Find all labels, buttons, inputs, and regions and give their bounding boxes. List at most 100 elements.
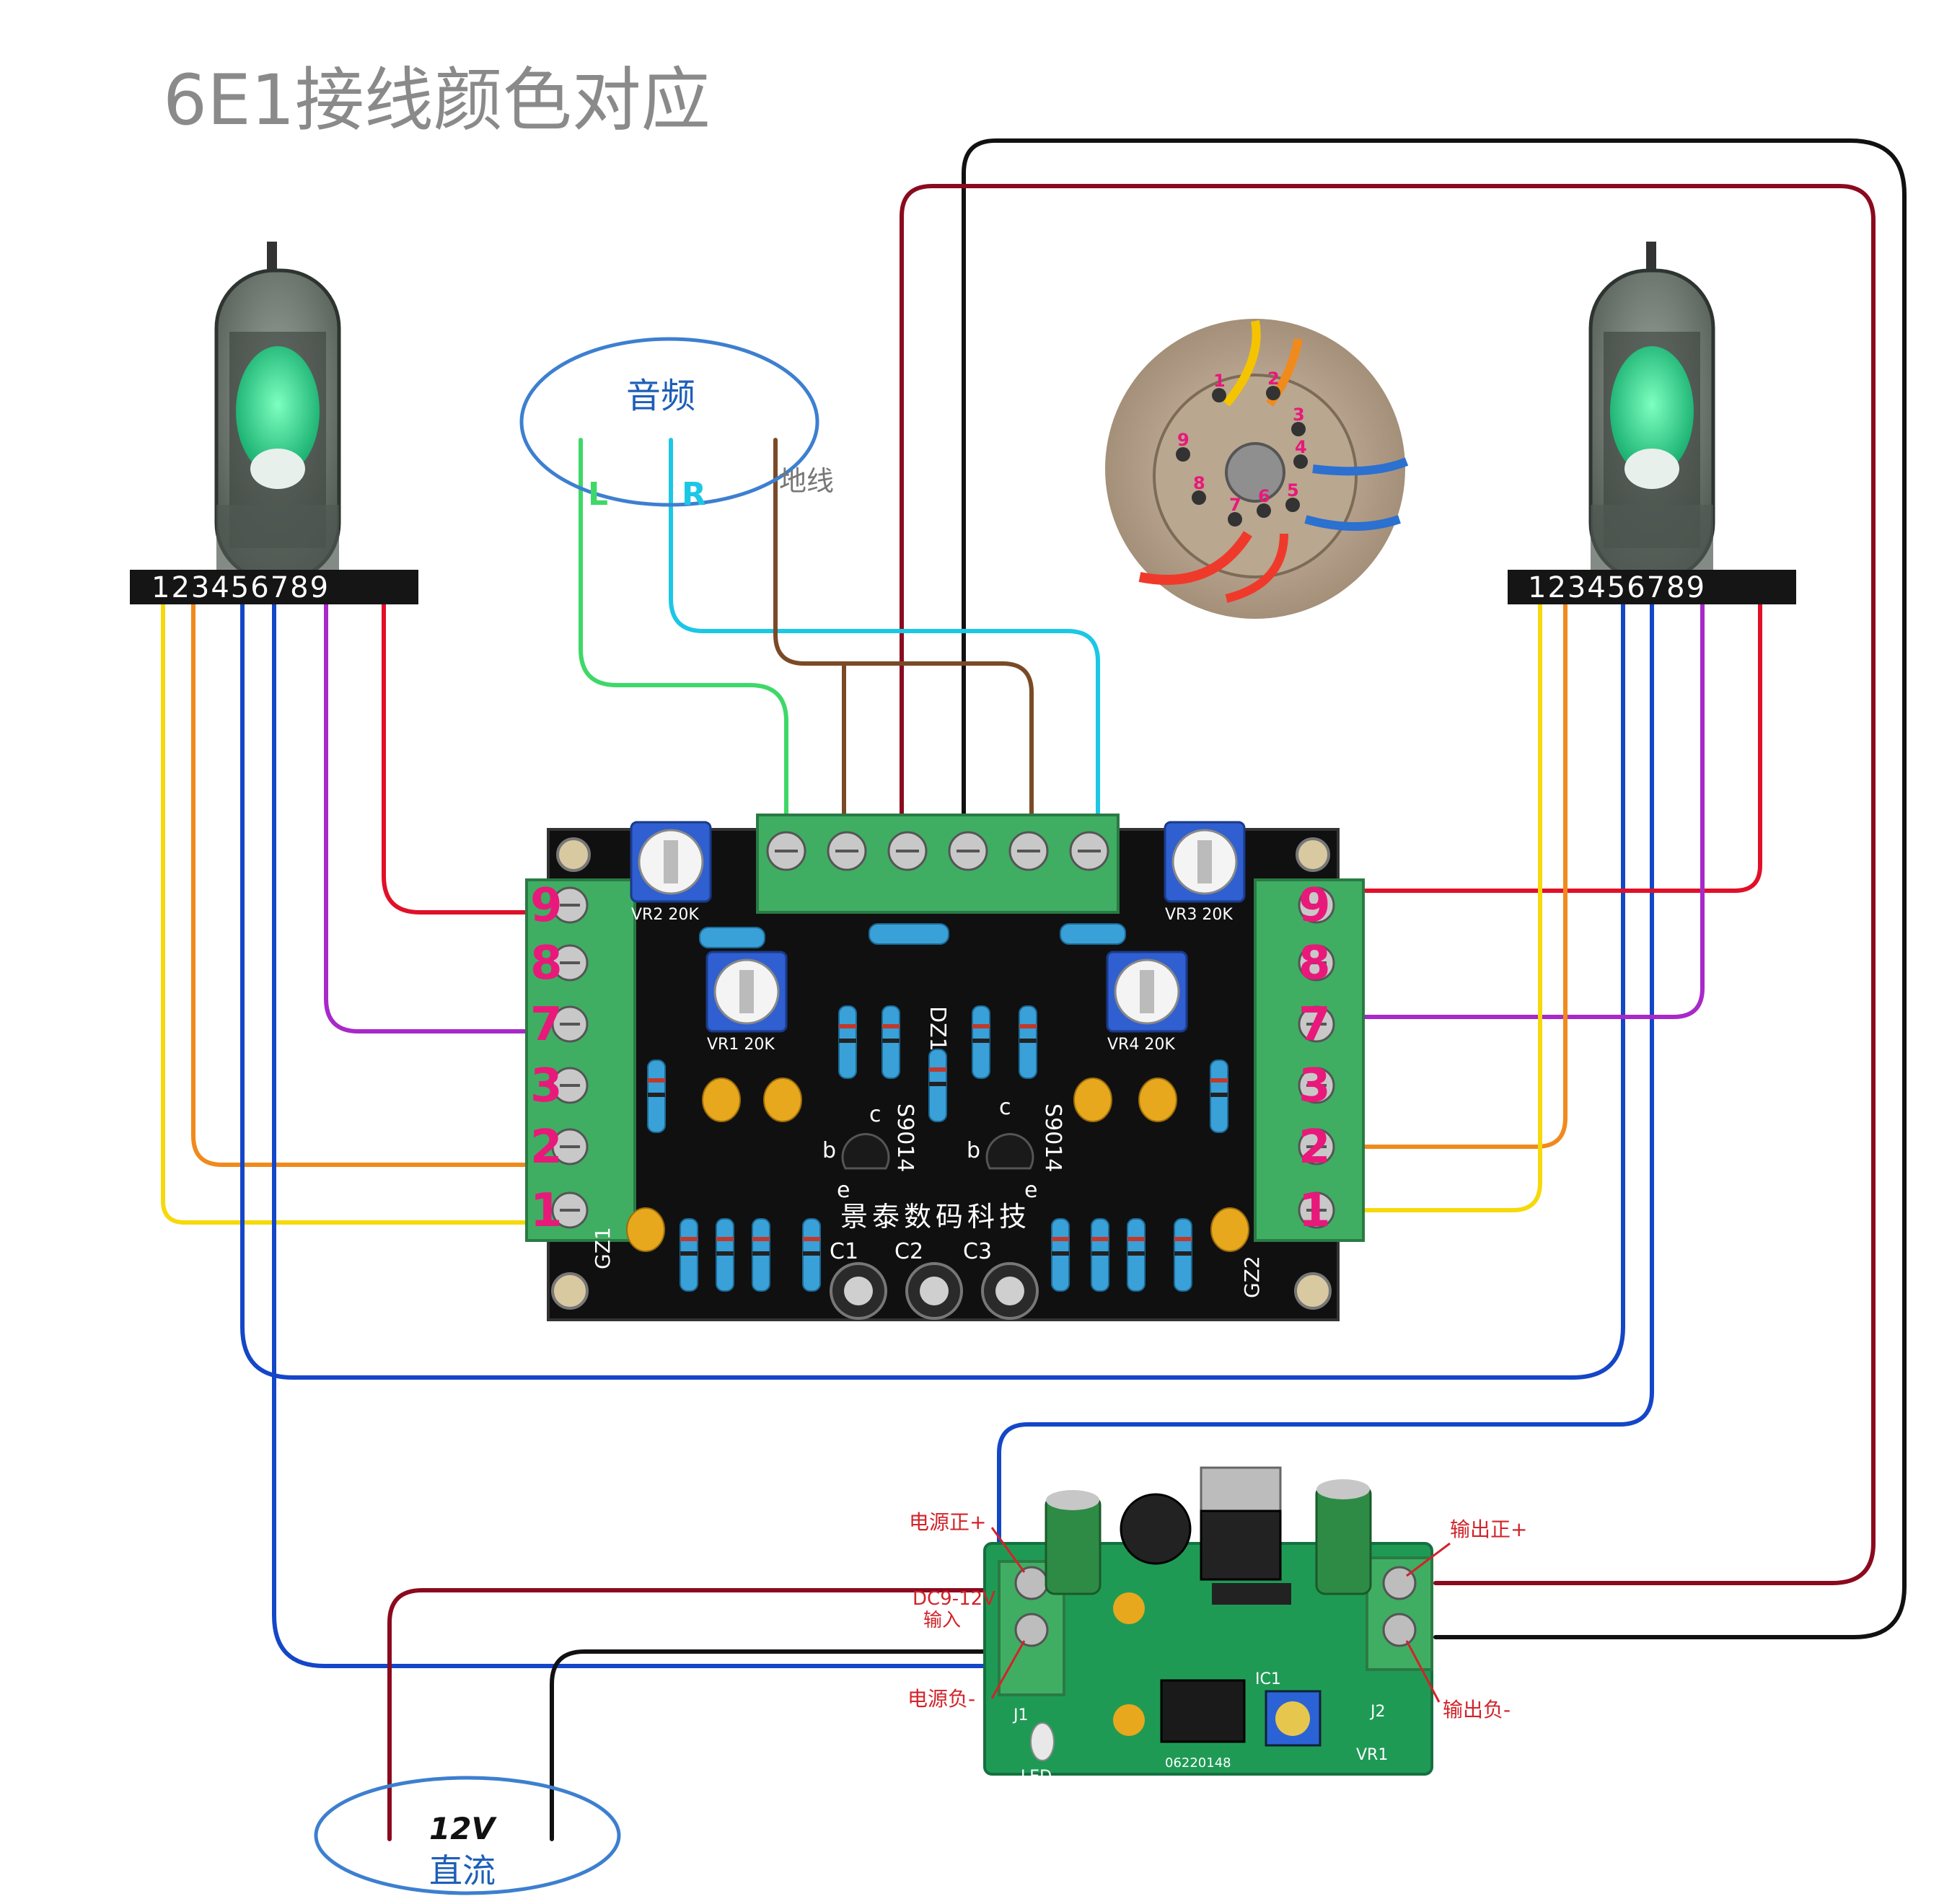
pin-b-left: b [822,1138,836,1163]
resistor [752,1218,770,1292]
ceramic-capacitor [702,1077,741,1122]
tube-pinstrip [130,570,418,604]
terminal-screw [1298,1067,1335,1104]
right-pin-label: 3 [1298,1059,1331,1113]
left-pin-label: 3 [530,1059,563,1113]
cap-c3: C3 [963,1239,992,1264]
power-j2-label: J2 [1369,1703,1386,1721]
terminal-screw [887,831,928,871]
tube-glow [1610,346,1694,476]
right-pin-label: 2 [1298,1121,1331,1174]
terminal-screw [1069,831,1109,871]
electrolytic-capacitor [830,1262,887,1320]
socket-pin-number: 6 [1258,486,1270,506]
power-ic-label: IC1 [1255,1670,1281,1688]
socket-pin: 4 [1293,437,1308,469]
connector-left-label: GZ1 [591,1227,615,1269]
left-pin-label: 9 [530,879,563,933]
supply-type: 直流 [429,1851,496,1890]
electrolytic-capacitor [905,1262,963,1320]
right-pin-label: 1 [1298,1184,1331,1238]
wire-right-pin1 [1336,594,1542,1212]
power-input-line1: DC9-12V [913,1588,995,1610]
socket-pin-number: 7 [1229,495,1241,515]
wire-right-pin9 [1336,594,1762,893]
socket-pin: 5 [1285,480,1300,512]
resistor [838,1005,857,1079]
socket-pin-number: 8 [1193,473,1205,493]
wire-blue-heater-b [272,594,1005,1668]
terminal-screw [1298,886,1335,924]
audio-input: 音频 L R 地线 [519,337,834,513]
left-pin-label: 7 [530,998,563,1052]
right-vacuum-tube: 123456789 [1508,242,1796,604]
socket-pin-number: 4 [1295,437,1307,457]
resistor [699,927,765,948]
socket-pin: 3 [1291,405,1306,436]
left-terminal-block [525,878,636,1242]
terminal-screw [1298,1128,1335,1165]
terminal-screw [551,886,589,924]
socket-pin: 7 [1228,495,1242,526]
right-terminal-block [1254,878,1365,1242]
socket-pin-number: 2 [1267,369,1280,389]
wire-left-pin2 [191,594,550,1167]
resistor [647,1059,666,1133]
socket-pin-number: 3 [1293,405,1305,425]
ground-label: 地线 [779,465,834,497]
left-pin-label: 1 [530,1184,563,1238]
tube-glow [236,346,320,476]
wire-supply-pos [387,1588,1005,1841]
power-serial: 06220148 [1165,1755,1231,1771]
terminal-screw [551,1191,589,1229]
power-pos-label: 电源正+ [909,1510,986,1534]
terminal-screw [827,831,867,871]
terminal-screw [551,1067,589,1104]
pot-label: VR4 20K [1107,1036,1175,1054]
dc-supply: 12V 直流 [314,1776,621,1895]
audio-left-label: L [588,476,608,513]
power-j1-label: J1 [1012,1706,1029,1724]
tube-pin-numbers-right: 123456789 [1528,571,1706,604]
output-pos-label: 输出正+ [1450,1517,1527,1541]
power-module: LED 06220148 J1 J2 IC1 VR1 电源正+ DC9-12V … [907,1466,1527,1786]
wire-supply-neg [550,1649,1005,1841]
audio-right-label: R [682,476,706,513]
supply-voltage: 12V [429,1811,497,1846]
wire-audio-left [579,438,788,821]
resistor [1091,1218,1109,1292]
power-neg-label: 电源负- [907,1687,975,1711]
power-led-label: LED [1021,1768,1052,1786]
resistor [869,923,949,945]
terminal-screw [1298,944,1335,982]
trimmer-potentiometer: VR2 20K [630,821,712,924]
electrolytic-capacitor [981,1262,1039,1320]
power-vr-label: VR1 [1356,1746,1388,1764]
socket-pin: 6 [1257,486,1271,518]
wire-right-pin7 [1336,594,1705,1019]
terminal-screw [1298,1005,1335,1043]
pin-c-right: c [999,1095,1011,1120]
ceramic-capacitor [763,1077,802,1122]
trimmer-potentiometer: VR1 20K [705,951,788,1054]
transistor-left-label: S9014 [892,1103,918,1172]
socket-pin: 9 [1176,430,1190,462]
wire-black-top [962,138,1907,1639]
terminal-screw [766,831,806,871]
tube-pinstrip [1508,570,1796,604]
supply-ellipse [314,1776,621,1895]
resistor [680,1218,698,1292]
wire-left-pin9 [382,594,550,914]
resistor [1019,1005,1037,1079]
resistor [716,1218,734,1292]
page-title: 6E1接线颜色对应 [163,60,711,141]
ceramic-capacitor [1210,1207,1249,1252]
resistor [802,1218,821,1292]
left-vacuum-tube: 123456789 [130,242,418,604]
wire-ground [773,438,1034,821]
resistor [1051,1218,1070,1292]
socket-pin: 8 [1192,473,1206,505]
